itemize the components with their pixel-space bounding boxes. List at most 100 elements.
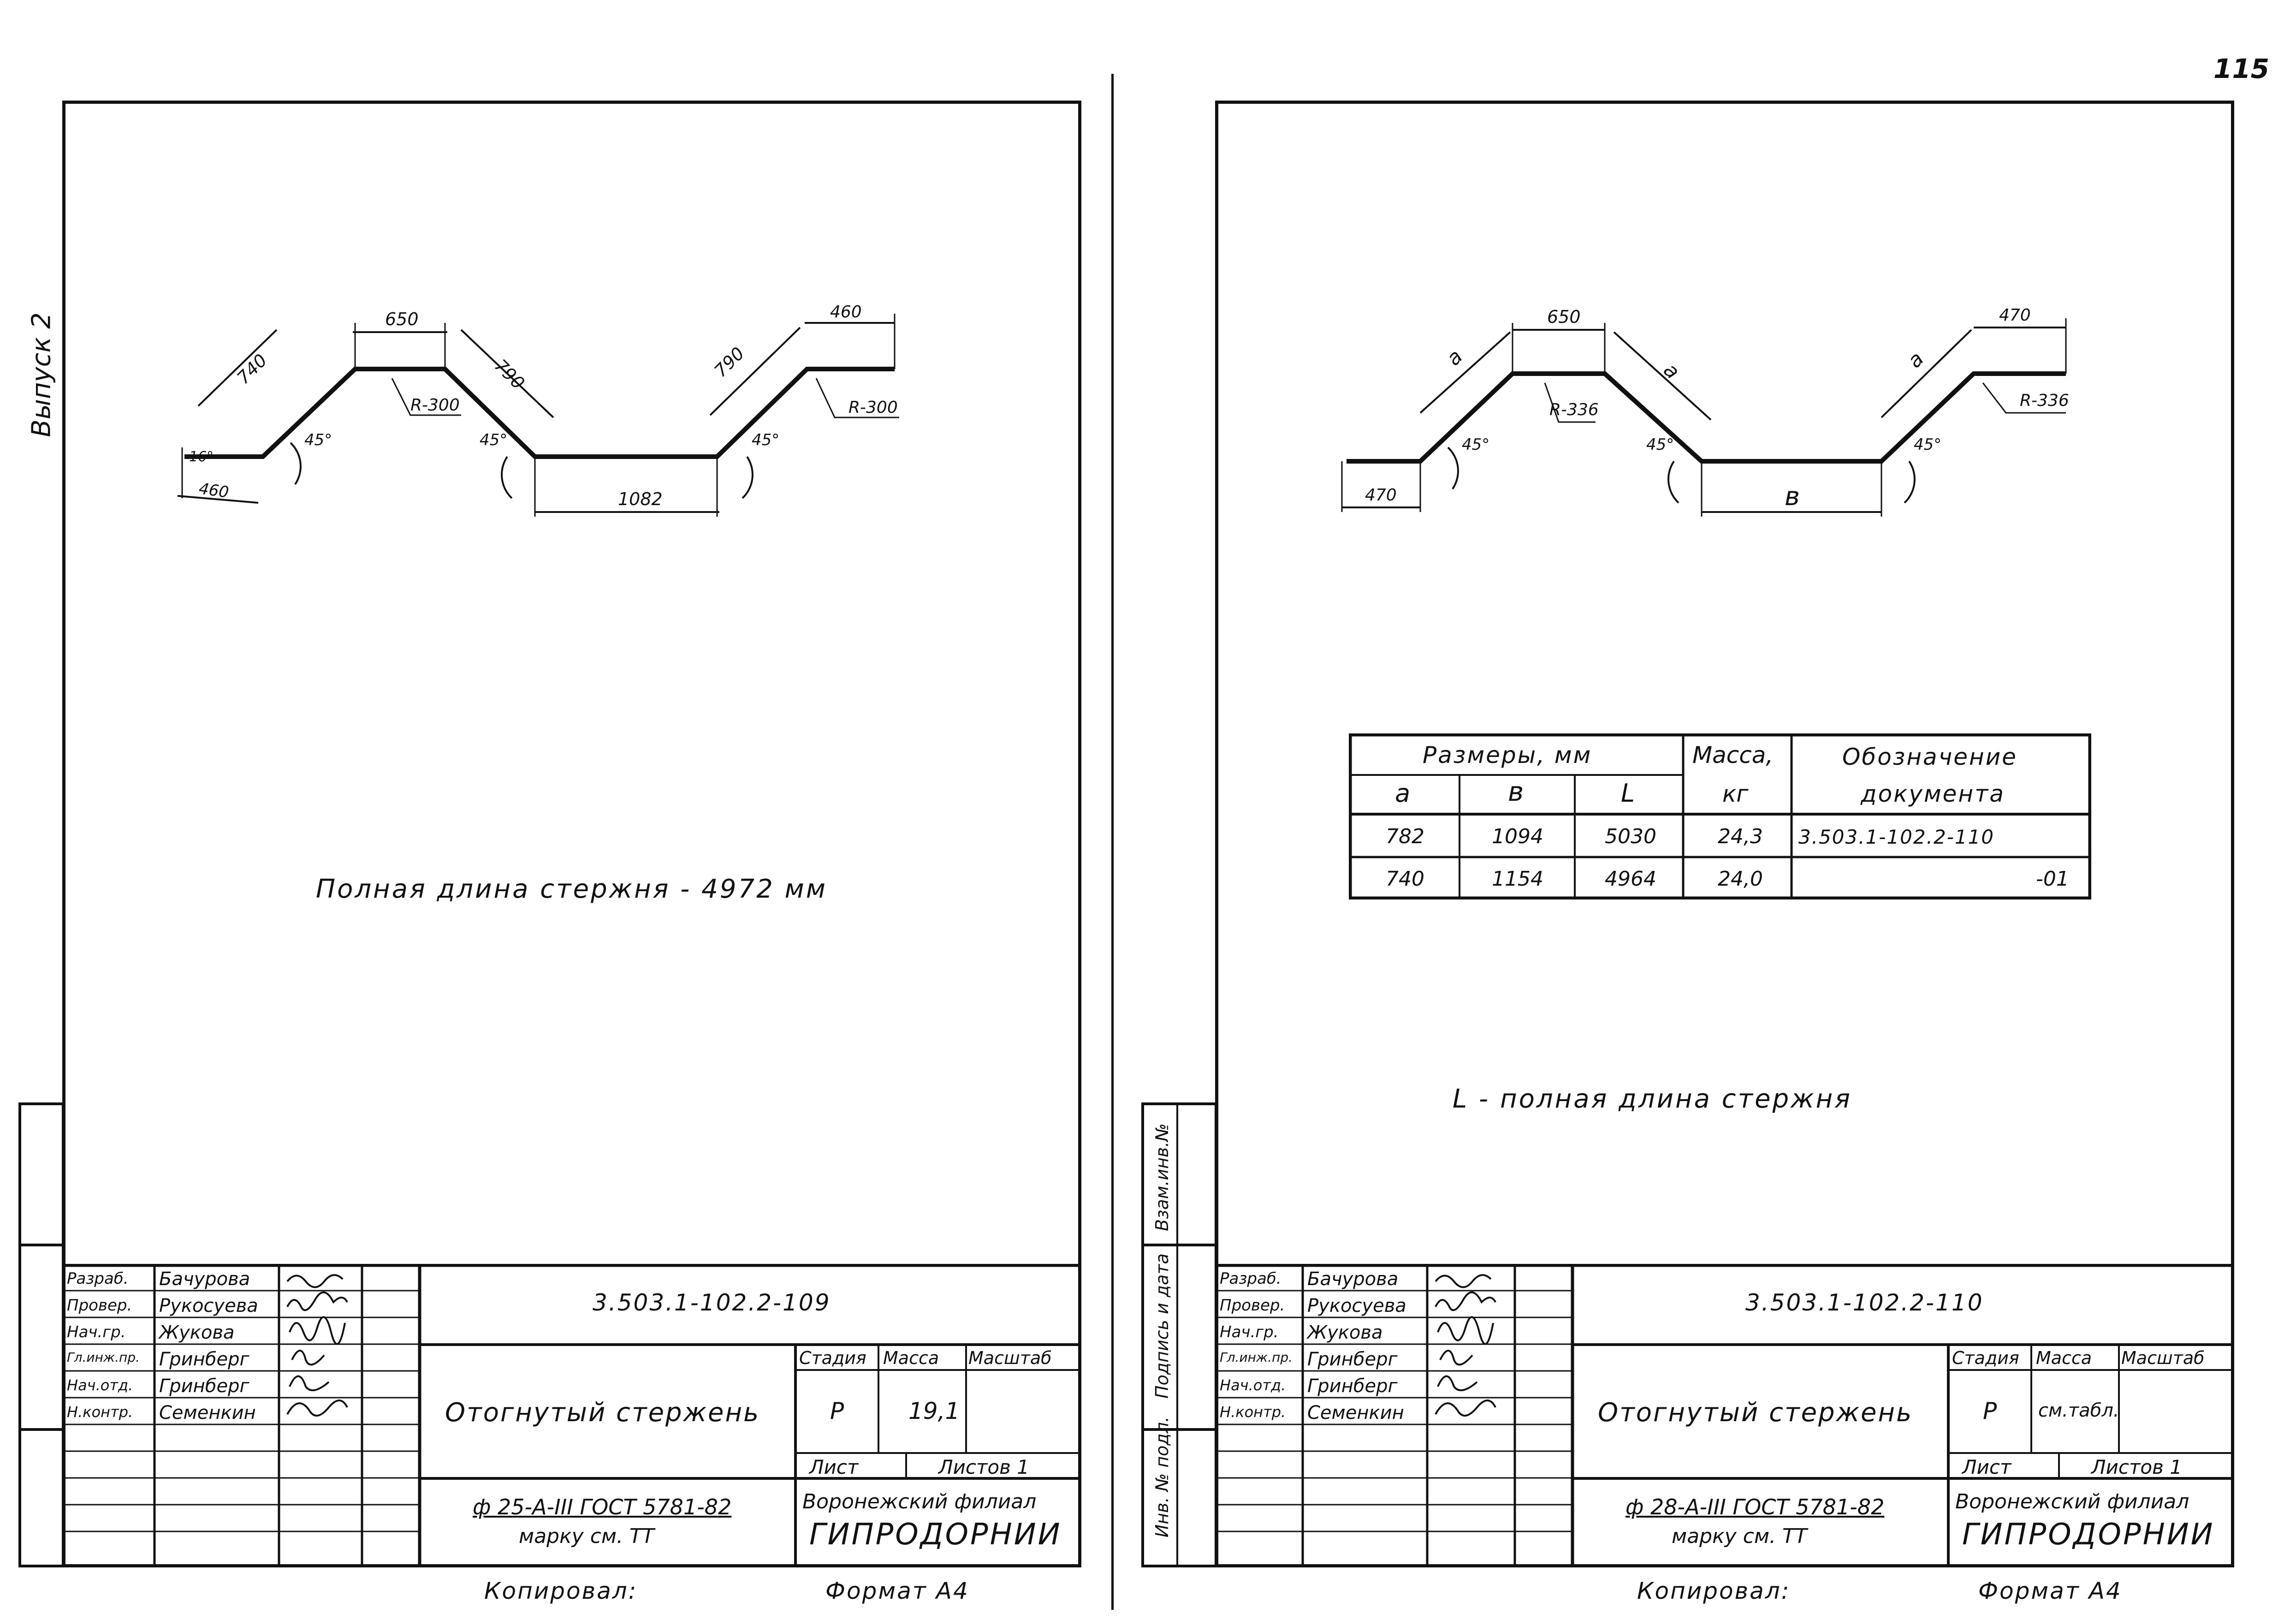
sheet-label: Лист	[1962, 1456, 2011, 1478]
table-header-mass: Масса,	[1692, 742, 1774, 768]
dim-790-b: 790	[710, 343, 748, 381]
stage-value: Р	[1983, 1398, 1997, 1424]
dim-470-top: 470	[1999, 306, 2031, 325]
role-1: Разраб.	[67, 1269, 129, 1288]
org-line-1: Воронежский филиал	[1955, 1490, 2189, 1513]
role-4: Гл.инж.пр.	[1220, 1350, 1293, 1365]
org-line-2: ГИПРОДОРНИИ	[1962, 1518, 2215, 1552]
side-label-sign: Подпись и дата	[1152, 1253, 1172, 1399]
drawing-title: Отогнутый стержень	[445, 1398, 760, 1428]
table-header-L: L	[1621, 779, 1635, 808]
angle-45-2: 45°	[480, 431, 507, 449]
role-3: Нач.гр.	[67, 1323, 126, 1341]
dim-740: 740	[233, 350, 271, 388]
left-format: Формат А4	[825, 1578, 969, 1604]
drawing-title: Отогнутый стержень	[1598, 1398, 1913, 1428]
role-2: Провер.	[67, 1296, 132, 1315]
dim-a-2: а	[1659, 358, 1684, 384]
mass-label: Масса	[883, 1348, 939, 1368]
name-6: Семенкин	[1307, 1402, 1404, 1423]
name-5: Гринберг	[1307, 1376, 1398, 1397]
name-6: Семенкин	[159, 1402, 256, 1423]
sheets-label: Листов 1	[2091, 1456, 2182, 1478]
table-header-doc-2: документа	[1861, 780, 2005, 807]
stage-label: Стадия	[799, 1348, 866, 1368]
scale-label: Масштаб	[968, 1348, 1052, 1368]
org-line-1: Воронежский филиал	[802, 1490, 1037, 1513]
signatures	[1435, 1274, 1496, 1417]
mass-value: 19,1	[908, 1398, 960, 1424]
name-1: Бачурова	[1307, 1269, 1399, 1290]
table-row-2-L: 4964	[1605, 867, 1656, 891]
angle-45-3: 45°	[752, 431, 779, 449]
left-titleblock: Разраб. Провер. Нач.гр. Гл.инж.пр. Нач.о…	[62, 1264, 1081, 1567]
issue-label: Выпуск 2	[26, 312, 57, 437]
radius-1: R-336	[1549, 400, 1599, 419]
dim-650: 650	[385, 309, 419, 329]
material-note: марку см. ТТ	[519, 1525, 654, 1548]
dim-470-left: 470	[1365, 486, 1397, 505]
scale-label: Масштаб	[2121, 1348, 2205, 1368]
left-titleblock-grid	[62, 1264, 1081, 1567]
angle-45-1: 45°	[1462, 435, 1489, 454]
side-label-inv: Инв. № подл.	[1152, 1416, 1172, 1538]
name-2: Рукосуева	[159, 1295, 258, 1316]
table-row-1-a: 782	[1386, 825, 1424, 848]
role-6: Н.контр.	[1220, 1403, 1286, 1421]
table-row-2-doc: -01	[2036, 867, 2069, 891]
dim-460-bottom: 460	[198, 479, 230, 502]
table-header-a: а	[1395, 779, 1411, 808]
dim-460-top: 460	[830, 303, 862, 322]
table-header-mass-unit: кг	[1722, 780, 1749, 807]
page-number: 115	[2213, 53, 2270, 84]
table-row-2-mass: 24,0	[1718, 867, 1763, 891]
dim-a-1: а	[1442, 345, 1467, 370]
material-note: марку см. ТТ	[1672, 1525, 1807, 1548]
right-format: Формат А4	[1978, 1578, 2122, 1604]
table-row-1-L: 5030	[1605, 825, 1656, 848]
sheets-label: Листов 1	[938, 1456, 1029, 1478]
bar-shape	[184, 367, 895, 459]
radius-2: R-336	[2020, 391, 2069, 410]
table-row-1-mass: 24,3	[1718, 825, 1763, 848]
angle-45-1: 45°	[304, 431, 332, 449]
dim-1082: 1082	[618, 489, 663, 509]
table-header-b: в	[1508, 776, 1524, 807]
role-3: Нач.гр.	[1220, 1323, 1279, 1341]
right-note: L - полная длина стержня	[1453, 1084, 1852, 1114]
mass-label: Масса	[2036, 1348, 2092, 1368]
angle-45-3: 45°	[1914, 435, 1941, 454]
role-4: Гл.инж.пр.	[67, 1350, 140, 1365]
signatures	[286, 1274, 348, 1417]
left-bar-drawing: 740 650 790 790 460 460 1082 R-300 R-300…	[177, 303, 899, 517]
name-5: Гринберг	[159, 1376, 249, 1397]
table-row-2-b: 1154	[1492, 867, 1543, 891]
table-row-1-b: 1094	[1492, 825, 1543, 848]
name-3: Жукова	[159, 1322, 235, 1343]
stage-label: Стадия	[1952, 1348, 2019, 1368]
role-2: Провер.	[1220, 1296, 1285, 1315]
sizes-table: Размеры, мм Масса, кг Обозначение докуме…	[1349, 733, 2091, 899]
left-note: Полная длина стержня - 4972 мм	[316, 874, 827, 904]
angle-16: 16°	[189, 449, 214, 465]
name-2: Рукосуева	[1307, 1295, 1406, 1316]
table-header-sizes: Размеры, мм	[1423, 742, 1592, 768]
role-6: Н.контр.	[67, 1403, 133, 1421]
radius-2: R-300	[848, 398, 898, 417]
org-line-2: ГИПРОДОРНИИ	[809, 1518, 1062, 1552]
material: ф 28-А-III ГОСТ 5781-82	[1626, 1495, 1885, 1519]
name-1: Бачурова	[159, 1269, 250, 1290]
role-5: Нач.отд.	[1220, 1376, 1286, 1394]
sizes-table-grid	[1349, 733, 2091, 899]
right-copied: Копировал:	[1637, 1578, 1791, 1604]
angle-45-2: 45°	[1646, 435, 1674, 454]
right-titleblock: Разраб. Провер. Нач.гр. Гл.инж.пр. Нач.о…	[1215, 1264, 2234, 1567]
mass-value: см.табл.	[2038, 1400, 2119, 1421]
table-row-1-doc: 3.503.1-102.2-110	[1798, 826, 1995, 848]
right-bar-drawing: а 650 а а 470 470 в R-336 R-336 45° 45° …	[1341, 306, 2069, 517]
left-copied: Копировал:	[484, 1578, 638, 1604]
name-3: Жукова	[1307, 1322, 1383, 1343]
table-header-doc: Обозначение	[1842, 744, 2017, 770]
bar-shape	[1347, 371, 2066, 464]
role-5: Нач.отд.	[67, 1376, 133, 1394]
